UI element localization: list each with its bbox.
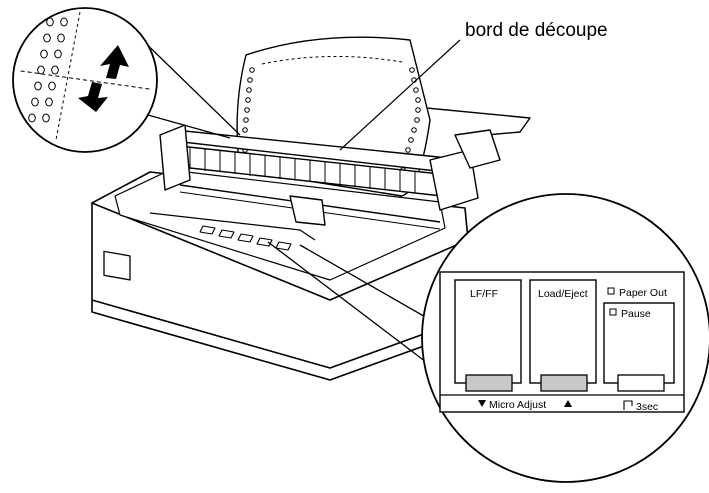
pause-key[interactable] bbox=[617, 374, 665, 392]
down-arrow-icon bbox=[478, 400, 486, 407]
up-arrow-icon bbox=[564, 400, 572, 407]
lf-ff-key[interactable] bbox=[465, 374, 513, 392]
up-down-arrow-icon bbox=[78, 45, 129, 112]
lf-ff-label: LF/FF bbox=[470, 288, 498, 300]
callout-leader-line bbox=[339, 39, 461, 151]
printer-body bbox=[91, 169, 469, 381]
panel-leader-bottom bbox=[267, 241, 431, 366]
tractor-assembly bbox=[159, 124, 501, 230]
load-eject-key[interactable] bbox=[540, 374, 588, 392]
pause-button[interactable]: Pause bbox=[603, 302, 675, 392]
perforation-zoom-circle bbox=[12, 7, 241, 153]
micro-adjust-label: Micro Adjust bbox=[489, 399, 546, 411]
load-eject-label: Load/Eject bbox=[538, 288, 588, 300]
control-panel-zoom-circle: LF/FF Load/Eject Paper Out Pause Micro A… bbox=[421, 193, 709, 483]
three-sec-label: 3sec bbox=[636, 401, 658, 413]
press-hold-icon bbox=[623, 400, 633, 410]
load-eject-button[interactable]: Load/Eject bbox=[529, 279, 597, 392]
mini-button-row bbox=[199, 225, 292, 251]
pause-label: Pause bbox=[621, 308, 651, 320]
three-sec-legend: 3sec bbox=[623, 400, 658, 413]
micro-adjust-legend: Micro Adjust bbox=[478, 399, 572, 411]
cut-edge-label: bord de découpe bbox=[465, 20, 608, 41]
lf-ff-button[interactable]: LF/FF bbox=[454, 279, 522, 392]
paper-out-label: Paper Out bbox=[619, 287, 667, 299]
indicator-square-icon bbox=[607, 287, 615, 295]
indicator-square-icon bbox=[609, 308, 617, 316]
